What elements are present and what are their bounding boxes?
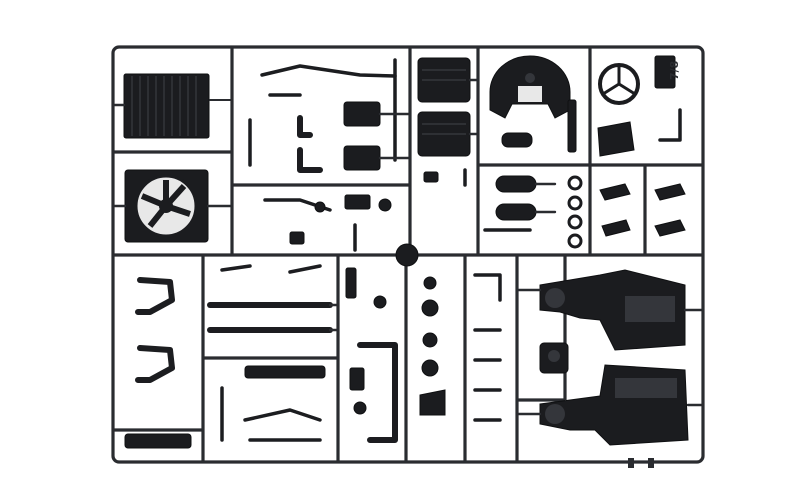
small-fittings-part: [263, 194, 392, 252]
radiator-part: [123, 73, 232, 139]
cylinder-parts: [483, 175, 537, 232]
engine-block-lower-part: [539, 364, 689, 446]
part-number-mark: 7/8: [668, 61, 681, 80]
frame-tab: [648, 458, 654, 468]
exhaust-parts: [345, 267, 398, 443]
fan-shroud-part: [124, 169, 209, 243]
sprue-gates: [111, 78, 705, 416]
frame-tab: [628, 458, 634, 468]
toolbox-parts: [417, 57, 471, 187]
axle-bracket-parts: [124, 277, 192, 449]
engine-block-upper-part: [539, 269, 686, 351]
gearbox-part: [539, 342, 569, 374]
sprue-hub: [395, 243, 419, 267]
tube-parts: [207, 264, 333, 442]
steering-wheel-part: 7/8: [597, 55, 682, 157]
fifth-wheel-part: [489, 55, 577, 153]
fitting-column-parts: [419, 273, 502, 422]
pipe-assembly-part: [248, 58, 397, 173]
ring-parts: [567, 175, 583, 249]
bracket-parts: [599, 183, 686, 237]
